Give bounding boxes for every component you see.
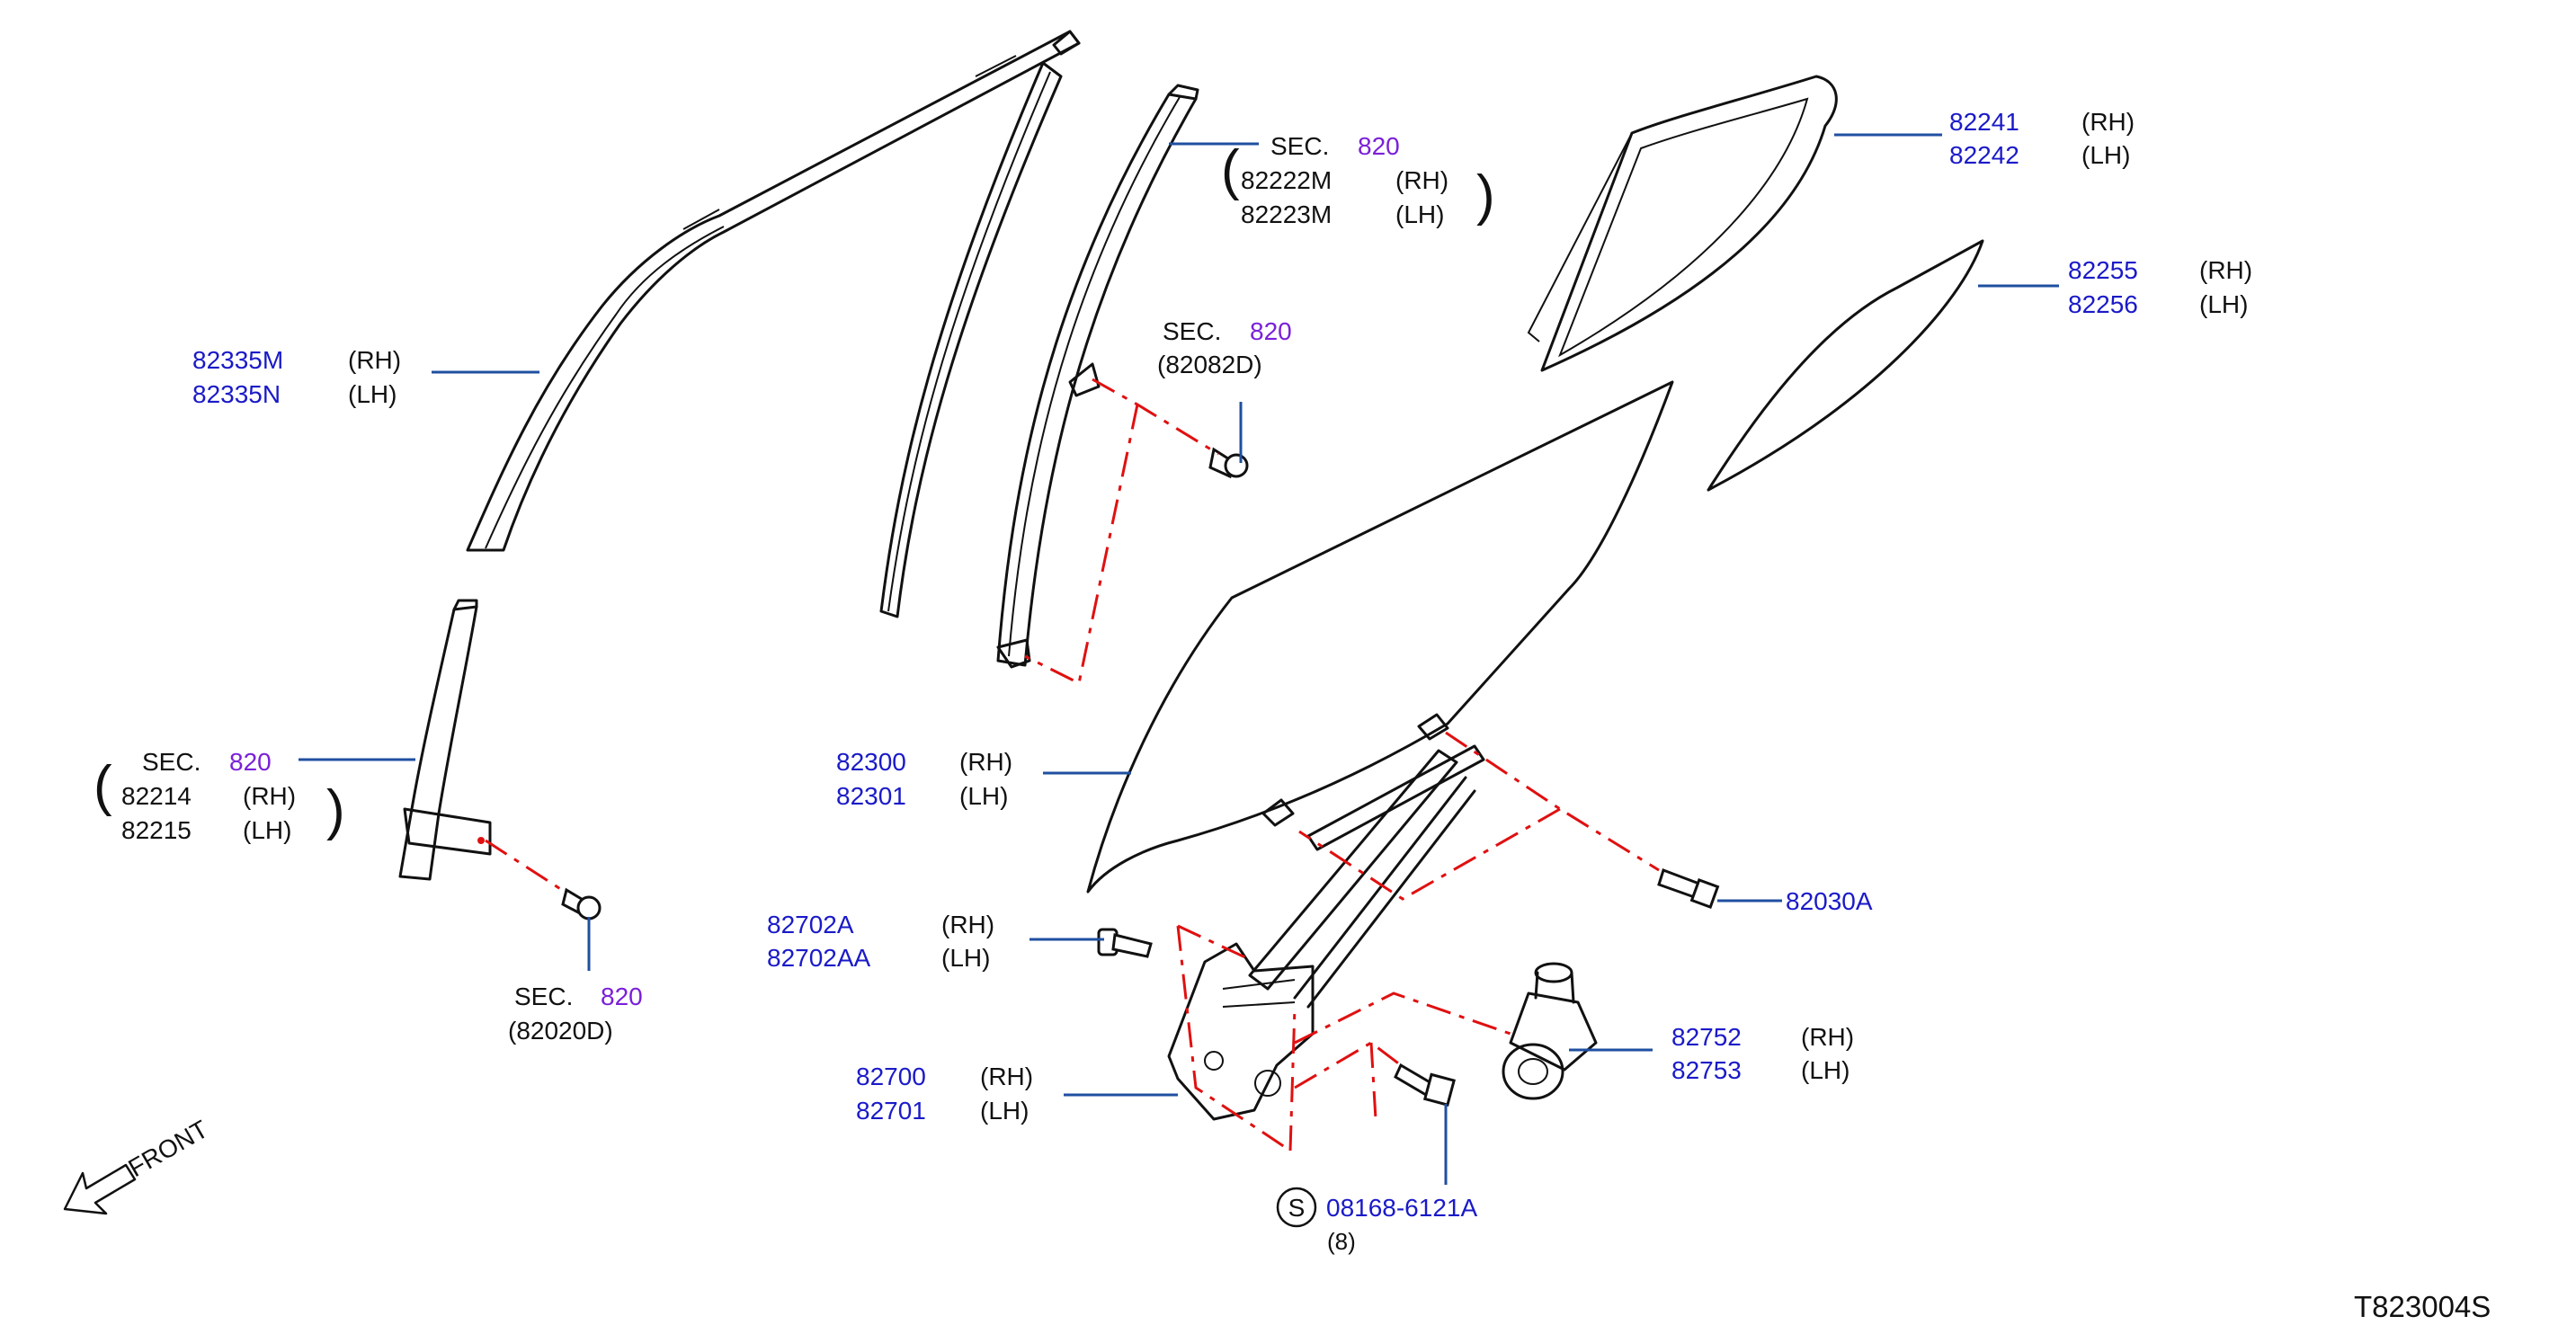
part-number: 82255 xyxy=(2068,256,2138,284)
motor-part xyxy=(1502,962,1598,1100)
part-number: 82335N xyxy=(192,380,281,408)
section-label: SEC. xyxy=(1163,317,1221,345)
outer-sash-part xyxy=(466,30,1081,552)
part-number: 82215 xyxy=(121,816,192,844)
side-label: (RH) xyxy=(2081,108,2135,136)
side-label: (LH) xyxy=(980,1097,1029,1125)
callout-clip-lower: SEC. 820 (82020D) xyxy=(508,983,643,1045)
part-number: 82301 xyxy=(836,782,906,810)
part-number: 82300 xyxy=(836,748,906,776)
callout-quarter-frame: 82241 82242 (RH) (LH) xyxy=(1949,108,2135,169)
standard-part-symbol xyxy=(1276,1187,1317,1228)
section-label: SEC. xyxy=(1270,132,1329,160)
part-number: 82030A xyxy=(1786,887,1873,915)
bracket-left: ( xyxy=(1221,139,1240,201)
side-label: (RH) xyxy=(941,911,994,938)
bracket-left: ( xyxy=(94,755,112,817)
bracket-right: ) xyxy=(326,779,345,841)
diagram-id: T823004S xyxy=(2354,1290,2491,1323)
part-number: 82222M xyxy=(1241,166,1332,194)
quantity: (8) xyxy=(1327,1228,1356,1255)
side-label: (RH) xyxy=(959,748,1012,776)
part-number: 82242 xyxy=(1949,141,2019,169)
part-number: 82752 xyxy=(1671,1023,1742,1051)
reference-number: (82020D) xyxy=(508,1017,613,1045)
side-label: (RH) xyxy=(1801,1023,1854,1051)
side-label: (LH) xyxy=(243,816,291,844)
quarter-frame-part xyxy=(1527,75,1838,372)
part-number: 82700 xyxy=(856,1063,926,1090)
section-number: 820 xyxy=(229,748,272,776)
standard-symbol-letter: S xyxy=(1288,1194,1306,1222)
callout-center-sash: SEC. 820 ( 82222M 82223M (RH) (LH) ) xyxy=(1221,132,1495,228)
side-label: (LH) xyxy=(2081,141,2130,169)
part-number: 82702A xyxy=(767,911,854,938)
section-label: SEC. xyxy=(142,748,201,776)
part-number: 82223M xyxy=(1241,200,1332,228)
callout-glass-bolt: 82030A xyxy=(1786,887,1873,915)
lower-sash-part xyxy=(398,599,492,881)
front-arrow-icon xyxy=(63,1163,137,1215)
part-number: 82241 xyxy=(1949,108,2019,136)
callout-lower-sash: SEC. 820 ( 82214 82215 (RH) (LH) ) xyxy=(94,748,345,844)
side-label: (LH) xyxy=(348,380,397,408)
part-number: 82753 xyxy=(1671,1056,1742,1084)
glass-bolt xyxy=(1657,868,1720,909)
section-number: 820 xyxy=(1250,317,1292,345)
callout-clip-upper: SEC. 820 (82082D) xyxy=(1157,317,1292,378)
part-number: 82701 xyxy=(856,1097,926,1125)
run-channel-part xyxy=(879,61,1063,618)
section-label: SEC. xyxy=(514,983,573,1010)
side-label: (LH) xyxy=(941,944,990,972)
part-number: 82256 xyxy=(2068,290,2138,318)
side-label: (RH) xyxy=(980,1063,1033,1090)
std-bolt xyxy=(1394,1063,1456,1107)
clip-lower xyxy=(561,887,602,920)
callout-regulator-bolt: 82702A 82702AA (RH) (LH) xyxy=(767,911,994,972)
side-label: (RH) xyxy=(1395,166,1448,194)
assembly-lines xyxy=(485,378,1660,1152)
reference-number: (82082D) xyxy=(1157,351,1262,378)
callout-outer-sash: 82335M 82335N (RH) (LH) xyxy=(192,346,401,408)
front-label: FRONT xyxy=(124,1115,213,1182)
side-label: (LH) xyxy=(2199,290,2248,318)
bracket-right: ) xyxy=(1476,165,1495,227)
side-label: (LH) xyxy=(1395,200,1444,228)
center-sash-part xyxy=(996,84,1199,669)
side-label: (RH) xyxy=(348,346,401,374)
part-number: 82335M xyxy=(192,346,283,374)
leader-lines xyxy=(299,133,2059,1185)
side-label: (RH) xyxy=(243,782,296,810)
regulator-bolt xyxy=(1097,928,1153,958)
regulator-part xyxy=(1167,744,1485,1121)
section-number: 820 xyxy=(1358,132,1400,160)
side-label: (RH) xyxy=(2199,256,2252,284)
callout-door-glass: 82300 82301 (RH) (LH) xyxy=(836,748,1012,810)
door-glass-part xyxy=(1086,380,1674,894)
part-number: 82214 xyxy=(121,782,192,810)
quarter-glass-part xyxy=(1707,239,1984,492)
callout-motor: 82752 82753 (RH) (LH) xyxy=(1671,1023,1854,1084)
part-number: 82702AA xyxy=(767,944,871,972)
side-label: (LH) xyxy=(1801,1056,1850,1084)
callout-std-bolt: S 08168-6121A (8) xyxy=(1276,1187,1477,1255)
front-indicator: FRONT xyxy=(63,1115,213,1215)
callout-regulator: 82700 82701 (RH) (LH) xyxy=(856,1063,1033,1125)
part-number: 08168-6121A xyxy=(1326,1194,1477,1222)
side-label: (LH) xyxy=(959,782,1008,810)
callout-quarter-glass: 82255 82256 (RH) (LH) xyxy=(2068,256,2252,318)
section-number: 820 xyxy=(601,983,643,1010)
